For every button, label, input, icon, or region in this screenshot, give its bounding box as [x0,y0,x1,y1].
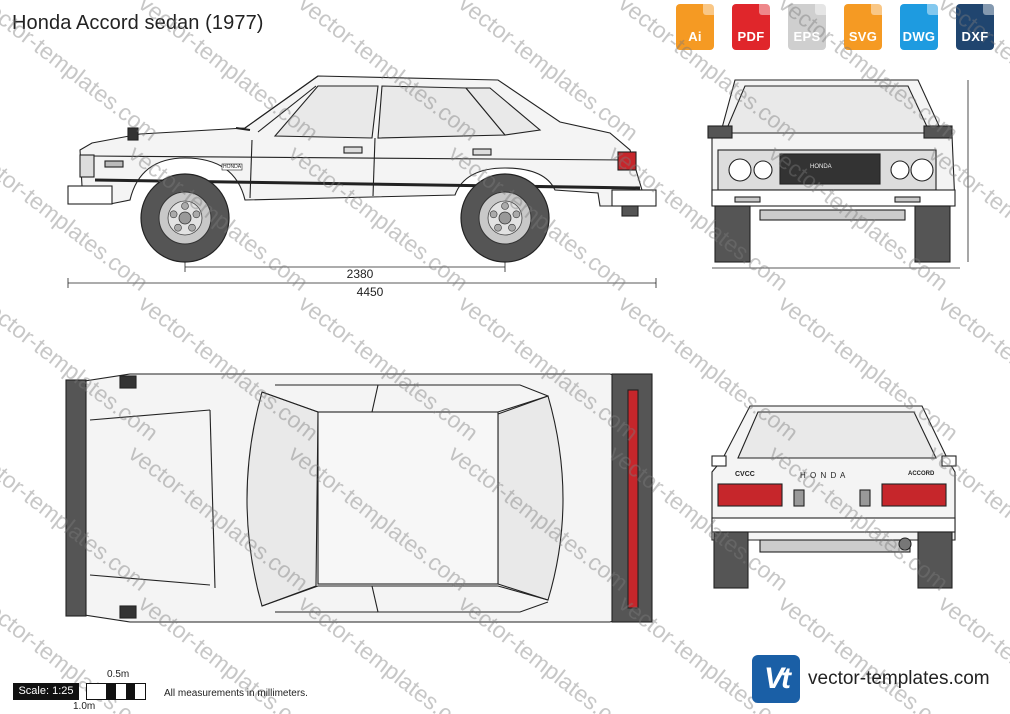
top-view [65,373,653,623]
file-icon [676,4,714,50]
rear-badge-honda: H O N D A [800,471,847,480]
format-label: EPS [793,29,821,44]
format-svg-button[interactable]: SVG [838,4,888,50]
wheelbase-label: 2380 [346,267,374,281]
scale-label: Scale: 1:25 [13,683,79,700]
format-dxf-button[interactable]: DXF [950,4,1000,50]
format-pdf-button[interactable]: PDF [726,4,776,50]
rear-view [711,405,957,589]
format-label: SVG [848,29,878,44]
side-view [67,75,657,263]
brand-name-link[interactable]: vector-templates.com [808,668,990,689]
front-badge: HONDA [810,164,832,170]
file-icon [956,4,994,50]
format-eps-button[interactable]: EPS [782,4,832,50]
file-icon [900,4,938,50]
side-window-front [273,85,379,139]
scale-one-meter: 1.0m [73,701,96,712]
rear-window [737,411,937,459]
format-label: DWG [902,29,936,44]
dimension-lines [67,80,969,288]
file-icon [788,4,826,50]
format-label: Ai [688,29,702,44]
length-label: 4450 [356,285,384,299]
format-badges: Ai PDF EPS SVG DWG DXF [670,4,1000,50]
front-view [707,79,956,263]
format-dwg-button[interactable]: DWG [894,4,944,50]
file-icon [844,4,882,50]
top-windshield [246,391,319,607]
scale-bar [86,683,146,700]
measurement-note: All measurements in millimeters. [164,688,308,699]
format-ai-button[interactable]: Ai [670,4,720,50]
scale-half-meter: 0.5m [107,669,130,680]
format-label: PDF [737,29,765,44]
rear-badge-accord: ACCORD [908,471,935,477]
format-label: DXF [961,29,989,44]
rear-badge-cvcc: CVCC [735,471,755,478]
front-windshield [724,85,931,134]
top-rear-window [497,395,564,601]
page-title: Honda Accord sedan (1977) [12,12,264,34]
vt-logo-icon[interactable]: Vt [752,655,800,703]
file-icon [732,4,770,50]
side-badge: HONDA [223,164,242,170]
